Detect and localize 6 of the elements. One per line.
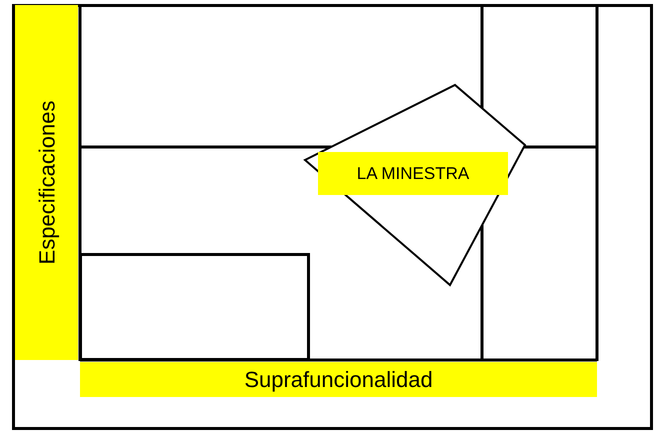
band-label: Especificaciones bbox=[33, 100, 60, 264]
empty-box bbox=[79, 253, 310, 361]
horizontal-band bbox=[80, 362, 597, 397]
node-label: LA MINESTRA bbox=[356, 162, 470, 185]
band-label: Suprafuncionalidad bbox=[244, 366, 433, 394]
vertical-band bbox=[15, 5, 78, 360]
